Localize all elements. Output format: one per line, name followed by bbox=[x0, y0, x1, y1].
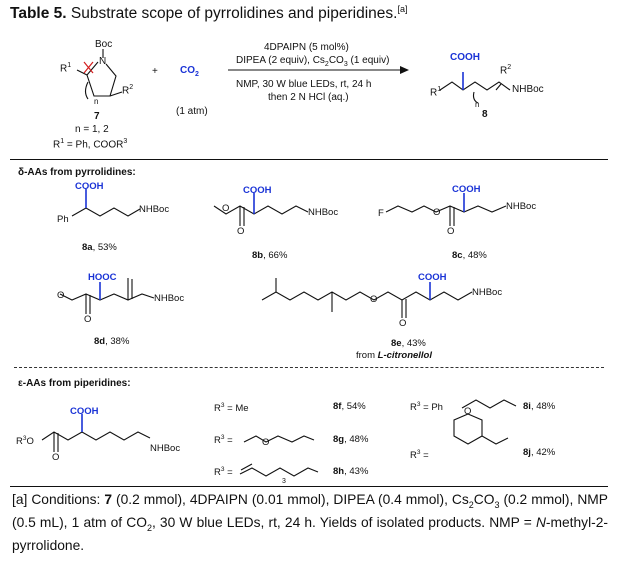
product-n-subscript: n bbox=[475, 100, 480, 109]
8a-nhboc: NHBoc bbox=[139, 204, 170, 215]
8h-r3: R3 = bbox=[214, 466, 233, 479]
8c-o-carbonyl: O bbox=[447, 226, 455, 237]
8e-o-carbonyl: O bbox=[399, 318, 407, 329]
eps-cooh: COOH bbox=[70, 406, 99, 417]
8j-r3: R3 = bbox=[410, 449, 429, 462]
eps-nhboc: NHBoc bbox=[150, 443, 181, 454]
table-footnote: [a] Conditions: 7 (0.2 mmol), 4DPAIPN (0… bbox=[12, 492, 608, 553]
8c-label: 8c, 48% bbox=[452, 250, 487, 261]
eps-o-carbonyl: O bbox=[52, 452, 60, 463]
8e-source: from L-citronellol bbox=[356, 350, 433, 361]
ring-n-subscript: n bbox=[94, 97, 99, 106]
boc-label: Boc bbox=[95, 39, 113, 50]
product-nhboc: NHBoc bbox=[512, 84, 544, 95]
product-cooh: COOH bbox=[450, 52, 480, 63]
r2-label: R2 bbox=[122, 84, 134, 97]
8e-cooh: COOH bbox=[418, 272, 447, 283]
8d-label: 8d, 38% bbox=[94, 336, 130, 347]
8b-label: 8b, 66% bbox=[252, 250, 288, 261]
conditions-line-4: then 2 N HCl (aq.) bbox=[268, 92, 349, 103]
8d-o-carbonyl: O bbox=[84, 314, 92, 325]
8f-label: 8f, 54% bbox=[333, 401, 366, 412]
8g-r3: R3 = bbox=[214, 434, 233, 447]
r1-label: R1 bbox=[60, 62, 72, 75]
8d-nhboc: NHBoc bbox=[154, 293, 185, 304]
8b-nhboc: NHBoc bbox=[308, 207, 339, 218]
table-title: Table 5. Substrate scope of pyrrolidines… bbox=[10, 4, 407, 23]
product-number: 8 bbox=[482, 109, 488, 120]
co2-reagent: CO2 bbox=[180, 65, 199, 78]
8e-label: 8e, 43% bbox=[391, 338, 426, 349]
8i-r3: R3 = Ph bbox=[410, 401, 443, 414]
section-divider bbox=[14, 367, 604, 368]
sm-r1-values: R1 = Ph, COOR3 bbox=[53, 138, 128, 151]
table-note-ref: [a] bbox=[397, 4, 408, 14]
co2-pressure: (1 atm) bbox=[176, 106, 208, 117]
8g-o-ether: O bbox=[262, 437, 270, 448]
8c-fluorine: F bbox=[378, 208, 384, 219]
8i-label: 8i, 48% bbox=[523, 401, 556, 412]
8c-cooh: COOH bbox=[452, 184, 481, 195]
8g-label: 8g, 48% bbox=[333, 434, 369, 445]
8c-o-ether: O bbox=[433, 207, 441, 218]
table-caption: Substrate scope of pyrrolidines and pipe… bbox=[66, 5, 398, 23]
table-bottom-rule bbox=[10, 486, 608, 487]
table-number: Table 5. bbox=[10, 5, 67, 23]
pyrrolidine-ring bbox=[76, 49, 123, 100]
product-r1-label: R1 bbox=[430, 86, 442, 99]
product-r2-label: R2 bbox=[500, 64, 512, 77]
eps-r3o: R3O bbox=[16, 435, 34, 448]
8h-label: 8h, 43% bbox=[333, 466, 369, 477]
conditions-line-2: DIPEA (2 equiv), Cs2CO3 (1 equiv) bbox=[236, 55, 390, 68]
8a-ph: Ph bbox=[57, 214, 69, 225]
8b-cooh: COOH bbox=[243, 185, 272, 196]
conditions-line-1: 4DPAIPN (5 mol%) bbox=[264, 42, 349, 53]
sm-n-values: n = 1, 2 bbox=[75, 124, 109, 135]
8a-cooh: COOH bbox=[75, 181, 104, 192]
delta-section-header: δ-AAs from pyrrolidines: bbox=[18, 167, 136, 178]
8c-nhboc: NHBoc bbox=[506, 201, 537, 212]
8f-r3: R3 = Me bbox=[214, 402, 249, 415]
8e-nhboc: NHBoc bbox=[472, 287, 503, 298]
8d-o-ether: O bbox=[57, 290, 65, 301]
8d-hooc: HOOC bbox=[88, 272, 117, 283]
8a-label: 8a, 53% bbox=[82, 242, 117, 253]
8b-o-carbonyl: O bbox=[237, 226, 245, 237]
plus-sign: + bbox=[152, 66, 158, 77]
8e-o-ether: O bbox=[370, 294, 378, 305]
8j-label: 8j, 42% bbox=[523, 447, 556, 458]
scheme-divider bbox=[10, 159, 608, 160]
8j-ring-o: O bbox=[464, 406, 472, 417]
8b-o-ether: O bbox=[222, 203, 230, 214]
conditions-line-3: NMP, 30 W blue LEDs, rt, 24 h bbox=[236, 79, 372, 90]
product-8-skeleton bbox=[439, 72, 511, 104]
epsilon-section-header: ε-AAs from piperidines: bbox=[18, 378, 131, 389]
sm-number: 7 bbox=[94, 111, 100, 122]
nitrogen-label: N bbox=[99, 56, 107, 67]
8h-repeat-count: 3 bbox=[282, 478, 286, 485]
